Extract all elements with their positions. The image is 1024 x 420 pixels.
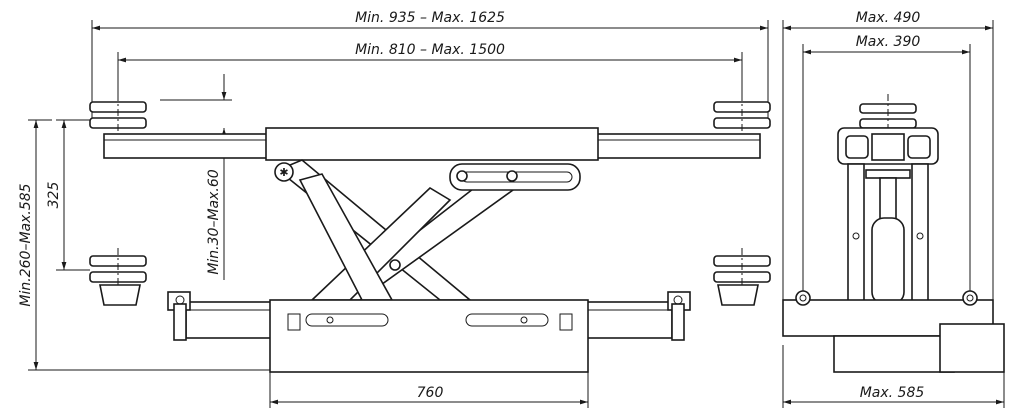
right-upper-pad <box>713 94 771 136</box>
left-rail-bracket <box>167 291 191 341</box>
end-view <box>782 94 1005 373</box>
dimension-overall-width: Min. 935 – Max. 1625 <box>91 10 769 128</box>
dimension-end-inner: Max. 390 <box>802 34 971 300</box>
total-height-label: Min.260–Max.585 <box>18 183 34 306</box>
left-lower-pad <box>89 248 147 306</box>
end-inner-label: Max. 390 <box>856 34 921 50</box>
bolt-icon: ✱ <box>279 166 288 179</box>
end-outer-label: Max. 490 <box>856 10 921 26</box>
scissor-mechanism: ✱ <box>274 159 581 301</box>
top-platform <box>265 127 599 161</box>
base-rails <box>185 299 673 373</box>
left-upper-pad <box>89 94 147 136</box>
dimension-adapter-height: Min.30–Max.60 <box>160 74 232 280</box>
dimension-base-length: 760 <box>269 372 589 408</box>
base-length-label: 760 <box>417 385 444 401</box>
dimension-end-outer: Max. 490 <box>782 10 994 300</box>
dimension-arm-width: Min. 810 – Max. 1500 <box>117 42 743 100</box>
overall-width-label: Min. 935 – Max. 1625 <box>355 10 505 26</box>
arm-width-label: Min. 810 – Max. 1500 <box>355 42 505 58</box>
dimension-total-height: Min.260–Max.585 <box>18 119 270 371</box>
adapter-height-label: Min.30–Max.60 <box>206 169 222 274</box>
dimension-pad-travel: 325 <box>46 119 90 271</box>
right-lower-pad <box>713 248 771 306</box>
pad-travel-label: 325 <box>46 182 62 209</box>
right-rail-bracket <box>667 291 691 341</box>
end-base-label: Max. 585 <box>860 385 925 401</box>
